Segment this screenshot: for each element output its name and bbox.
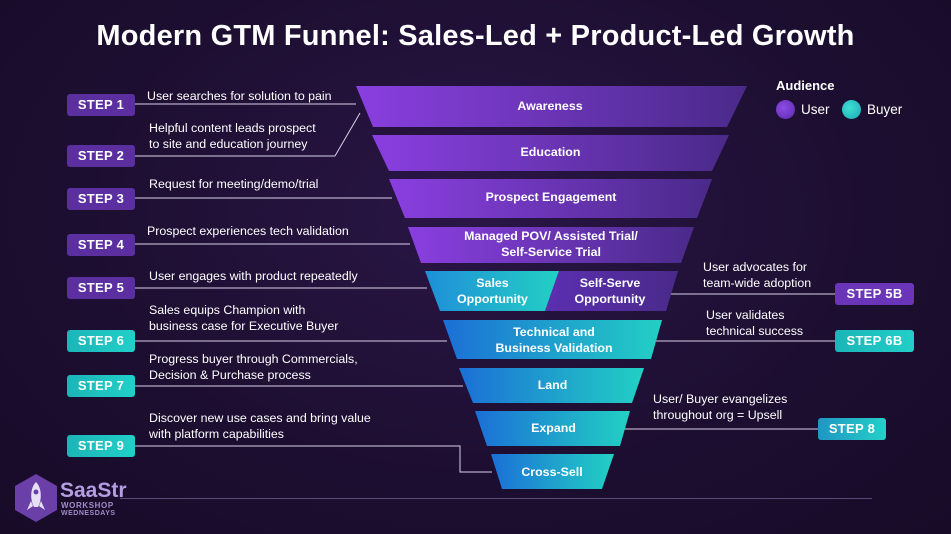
step-2-desc-line1: Helpful content leads prospect <box>149 121 316 135</box>
connector-step2 <box>334 112 361 157</box>
funnel-label-expand: Expand <box>531 421 576 435</box>
legend-label-user: User <box>801 102 830 117</box>
funnel-label-education: Education <box>520 145 581 159</box>
step-9-badge: STEP 9 <box>67 435 135 457</box>
logo-brand: SaaStr <box>60 479 127 502</box>
funnel-band-education <box>372 135 729 171</box>
tech-validation-line2: Business Validation <box>495 340 613 355</box>
step-4-badge: STEP 4 <box>67 234 135 256</box>
step-6-badge: STEP 6 <box>67 330 135 352</box>
step-9-desc-line1: Discover new use cases and bring value <box>149 411 371 425</box>
connector-step9 <box>135 445 492 473</box>
buyer-dot-icon <box>842 100 861 119</box>
step-8-badge: STEP 8 <box>818 418 886 440</box>
legend-item-buyer: Buyer <box>842 100 902 119</box>
connector-lines <box>135 103 835 473</box>
step-7-desc-line2: Decision & Purchase process <box>149 368 311 382</box>
funnel-label-self-serve-opportunity: Self-Serve Opportunity <box>555 276 665 307</box>
step-5b-description: User advocates for team-wide adoption <box>703 259 811 291</box>
step-5-desc-line1: User engages with product repeatedly <box>149 269 358 283</box>
step-3-desc-line1: Request for meeting/demo/trial <box>149 177 319 191</box>
logo-line2: WORKSHOP <box>61 501 114 510</box>
step-8-desc-line1: User/ Buyer evangelizes <box>653 392 788 406</box>
funnel-band-cross-sell <box>491 454 614 489</box>
step-9-description: Discover new use cases and bring value w… <box>149 410 371 442</box>
step-2-desc-line2: to site and education journey <box>149 137 308 151</box>
funnel-label-managed-pov: Managed POV/ Assisted Trial/ Self-Servic… <box>421 229 681 260</box>
funnel-label-awareness: Awareness <box>517 99 583 113</box>
funnel-band-self-serve-opportunity <box>545 271 678 311</box>
funnel-band-sales-opportunity <box>425 271 559 311</box>
funnel-label-prospect-engagement: Prospect Engagement <box>485 190 617 204</box>
step-1-desc-line1: User searches for solution to pain <box>147 89 332 103</box>
funnel-band-prospect-engagement <box>389 179 712 218</box>
managed-pov-line1: Managed POV/ Assisted Trial/ <box>464 229 638 243</box>
step-1-description: User searches for solution to pain <box>147 88 332 104</box>
funnel-label-land: Land <box>537 378 568 392</box>
funnel-label-sales-opportunity: Sales Opportunity <box>440 276 545 307</box>
footer-divider <box>120 498 872 499</box>
user-dot-icon <box>776 100 795 119</box>
step-3-badge: STEP 3 <box>67 188 135 210</box>
funnel-label-technical-validation: Technical and Business Validation <box>457 325 651 356</box>
step-3-description: Request for meeting/demo/trial <box>149 176 318 192</box>
saastr-logo-icon <box>15 474 57 522</box>
step-5b-desc-line1: User advocates for <box>703 260 807 274</box>
sales-opp-line1: Sales <box>476 276 509 290</box>
tech-validation-line1: Technical and <box>513 325 595 339</box>
step-6-description: Sales equips Champion with business case… <box>149 302 338 334</box>
funnel-band-land <box>459 368 644 403</box>
step-5-description: User engages with product repeatedly <box>149 268 358 284</box>
step-8-desc-line2: throughout org = Upsell <box>653 408 783 422</box>
self-serve-line1: Self-Serve <box>579 276 641 290</box>
step-6b-badge: STEP 6B <box>835 330 914 352</box>
step-6b-description: User validates technical success <box>706 307 803 339</box>
step-4-description: Prospect experiences tech validation <box>147 223 349 239</box>
step-9-desc-line2: with platform capabilities <box>149 427 284 441</box>
funnel-band-expand <box>475 411 630 446</box>
step-6-desc-line1: Sales equips Champion with <box>149 303 306 317</box>
step-7-desc-line1: Progress buyer through Commercials, <box>149 352 358 366</box>
sales-opp-line2: Opportunity <box>457 291 528 306</box>
self-serve-line2: Opportunity <box>574 291 646 306</box>
slide-title: Modern GTM Funnel: Sales-Led + Product-L… <box>96 20 855 52</box>
legend-title: Audience <box>776 78 835 93</box>
funnel-band-awareness <box>356 86 747 127</box>
step-5-badge: STEP 5 <box>67 277 135 299</box>
managed-pov-line2: Self-Service Trial <box>501 244 601 259</box>
legend-label-buyer: Buyer <box>867 102 903 117</box>
step-7-description: Progress buyer through Commercials, Deci… <box>149 351 358 383</box>
step-1-badge: STEP 1 <box>67 94 135 116</box>
step-8-description: User/ Buyer evangelizes throughout org =… <box>653 391 787 423</box>
legend-item-user: User <box>776 100 830 119</box>
step-6b-desc-line2: technical success <box>706 324 804 338</box>
funnel-label-cross-sell: Cross-Sell <box>521 465 583 479</box>
step-4-desc-line1: Prospect experiences tech validation <box>147 224 349 238</box>
step-2-badge: STEP 2 <box>67 145 135 167</box>
step-5b-badge: STEP 5B <box>835 283 914 305</box>
funnel-band-managed-pov <box>408 227 694 263</box>
step-6-desc-line2: business case for Executive Buyer <box>149 319 339 333</box>
step-2-description: Helpful content leads prospect to site a… <box>149 120 316 152</box>
logo-line3: WEDNESDAYS <box>61 510 116 517</box>
step-7-badge: STEP 7 <box>67 375 135 397</box>
funnel-band-technical-validation <box>443 320 662 359</box>
step-6b-desc-line1: User validates <box>706 308 785 322</box>
step-5b-desc-line2: team-wide adoption <box>703 276 812 290</box>
